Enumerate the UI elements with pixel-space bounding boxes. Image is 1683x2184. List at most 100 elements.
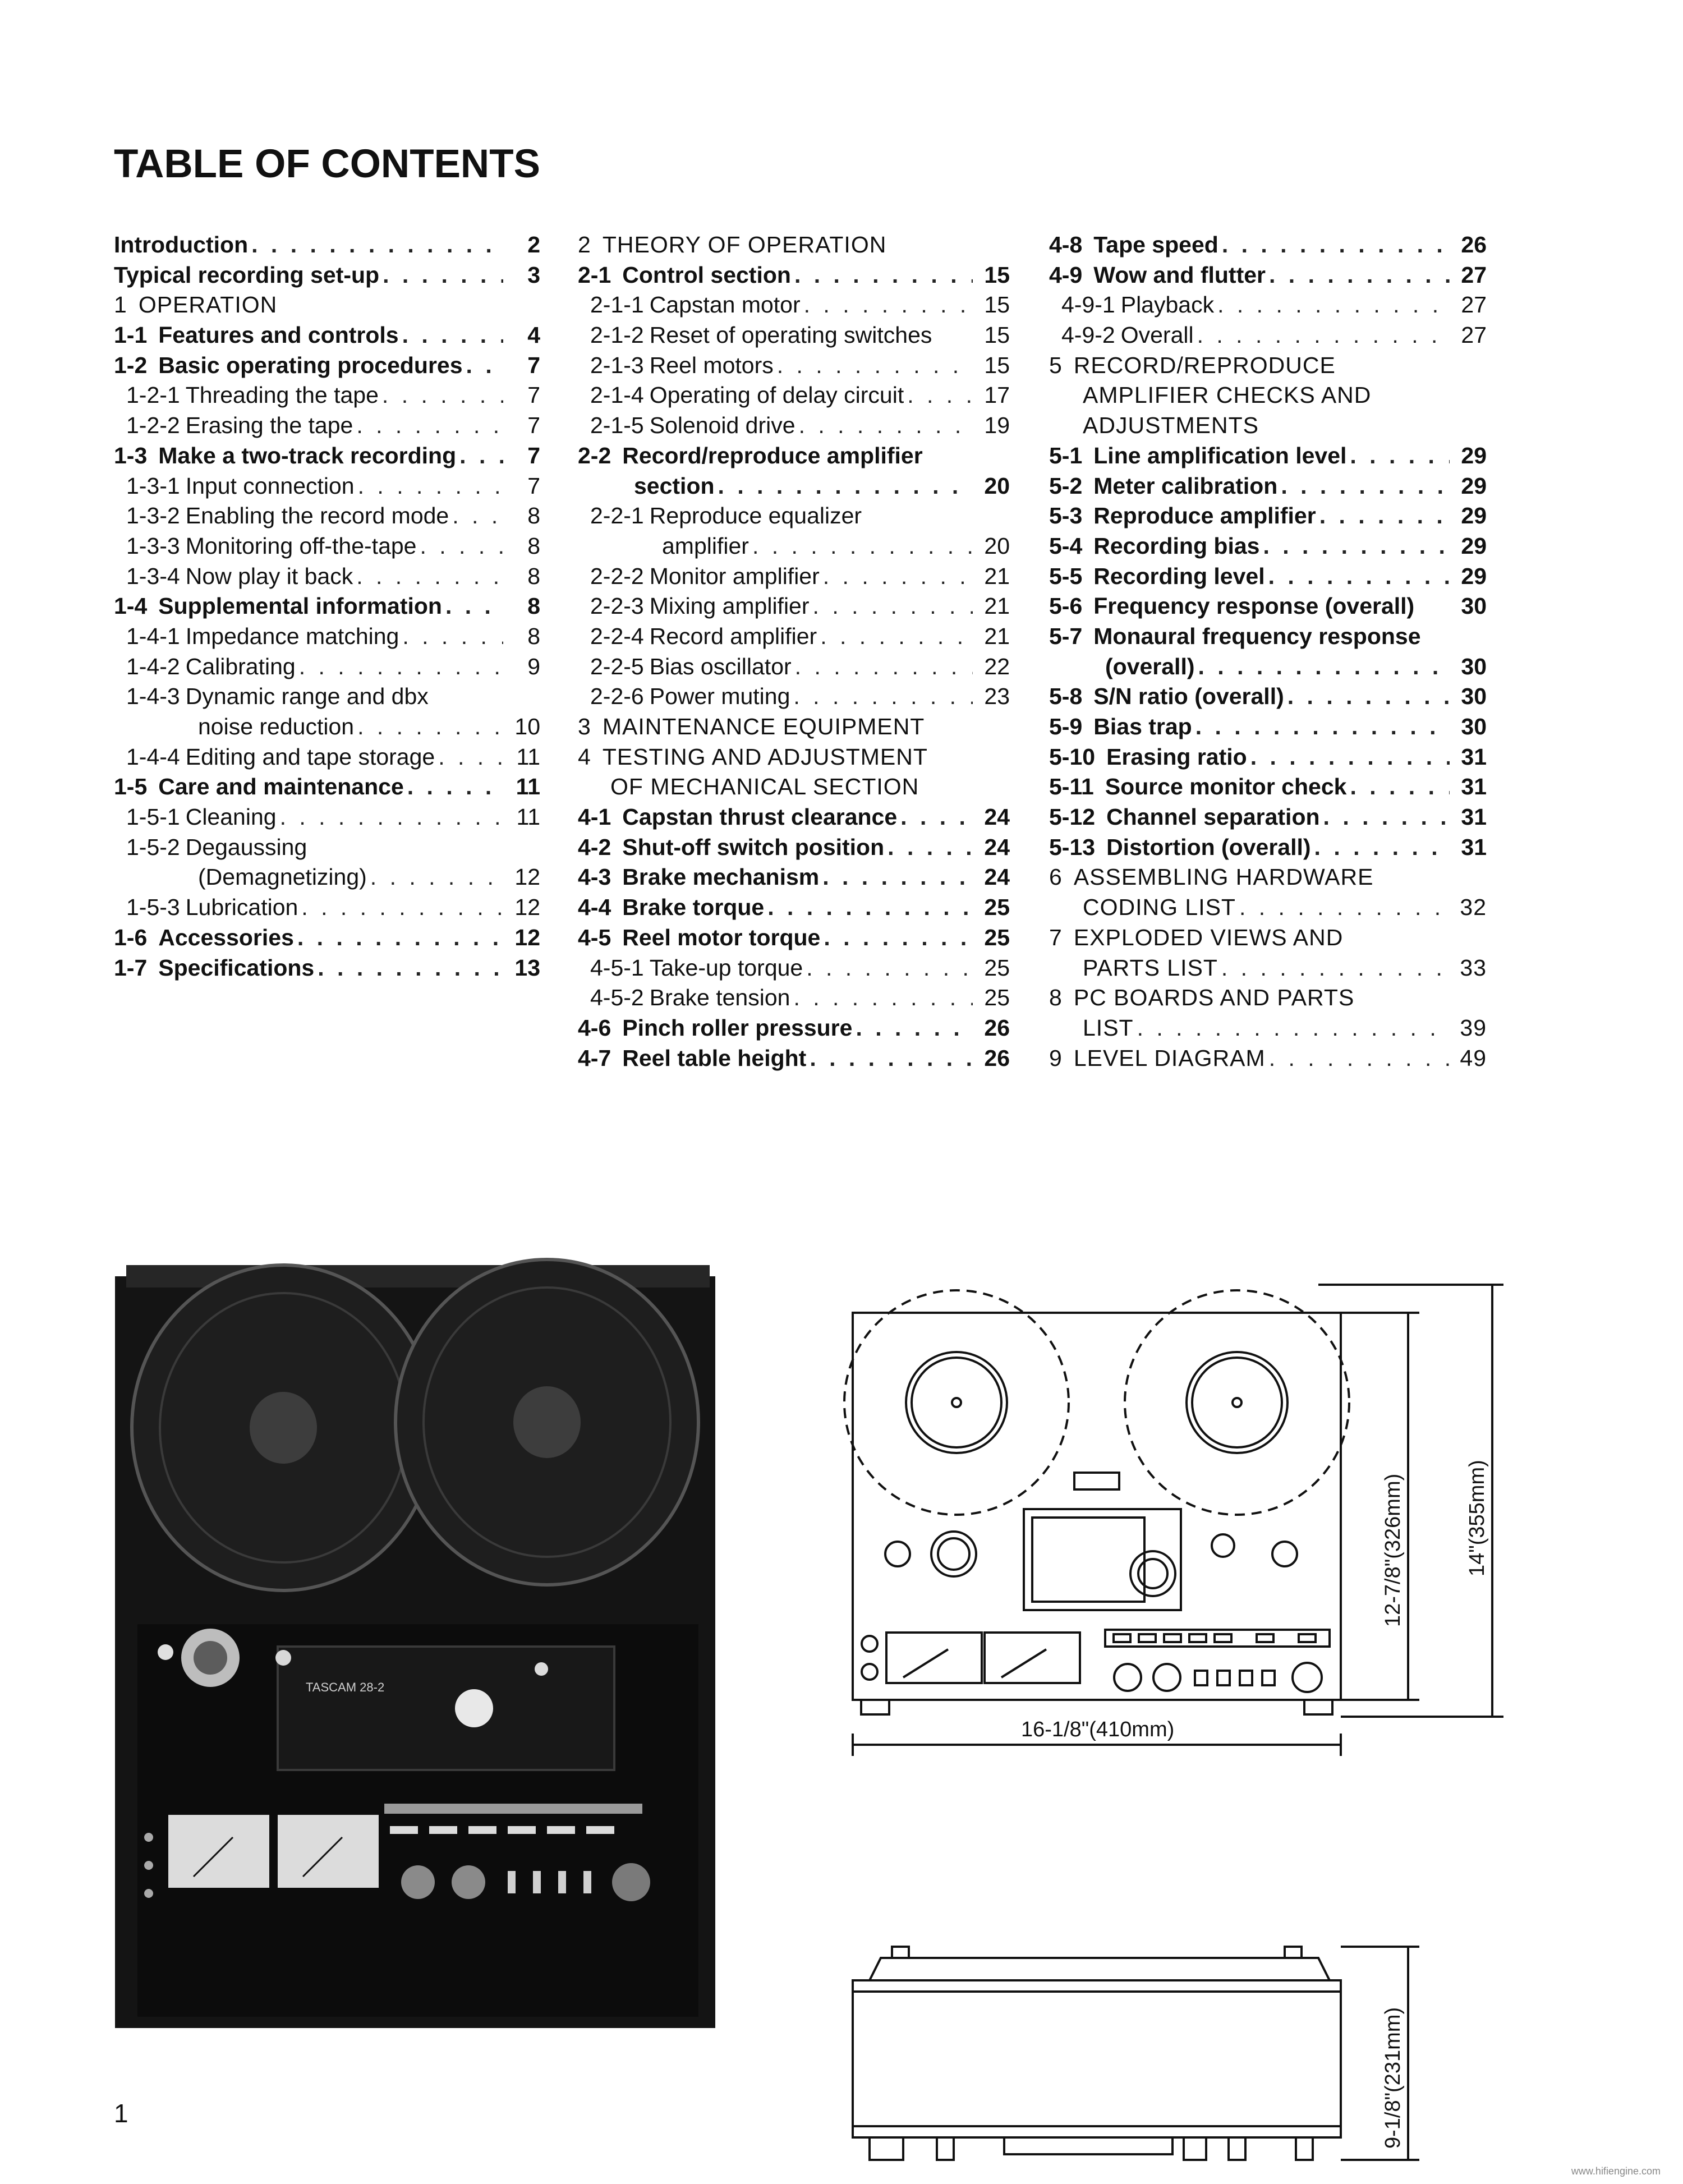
toc-entry-number: 5-7	[1049, 623, 1083, 649]
toc-entry: 1-7Specifications13	[114, 953, 540, 983]
toc-leader-dots	[1198, 652, 1450, 682]
toc-entry-page: 26	[984, 1014, 1010, 1041]
toc-entry-title: Erasing the tape	[185, 412, 353, 439]
toc-entry-number: 4-9-1	[1061, 292, 1115, 318]
toc-entry-number: 1-3-3	[126, 532, 180, 559]
toc-entry-number: 1-5	[114, 774, 148, 800]
toc-entry-title: Erasing ratio	[1106, 743, 1247, 770]
toc-entry-page: 21	[984, 563, 1010, 589]
toc-entry-page: 7	[527, 442, 540, 468]
toc-entry-title: Shut-off switch position	[622, 834, 885, 860]
toc-entry-title: (overall)	[1105, 653, 1195, 679]
toc-leader-dots	[823, 562, 973, 592]
toc-leader-dots	[1197, 320, 1450, 351]
toc-leader-dots	[1269, 1043, 1450, 1074]
watermark: www.hifiengine.com	[1571, 2165, 1661, 2177]
toc-entry-page: 12	[514, 864, 540, 890]
toc-entry-title: PARTS LIST	[1083, 954, 1218, 981]
toc-leader-dots	[820, 622, 973, 652]
toc-entry-page: 12	[514, 894, 540, 921]
toc-entry-title: Record/reproduce amplifier	[622, 442, 923, 468]
toc-entry-page: 25	[984, 894, 1010, 921]
toc-entry-title: Degaussing	[185, 834, 307, 860]
toc-leader-dots	[402, 622, 503, 652]
tape-deck-photo: TASCAM 28-2	[115, 1243, 721, 2028]
toc-entry-page: 8	[527, 563, 540, 589]
toc-entry: section20	[578, 471, 1010, 502]
toc-leader-dots	[466, 351, 503, 381]
toc-entry-title: Reset of operating switches	[649, 322, 932, 348]
toc-entry: 1-5-3Lubrication12	[114, 893, 540, 923]
toc-entry-number: 1-5-2	[126, 834, 180, 860]
toc-entry-title: Distortion (overall)	[1106, 834, 1311, 860]
toc-entry-number: 2-1-3	[590, 352, 644, 378]
toc-leader-dots	[822, 862, 973, 893]
toc-entry-title: Care and maintenance	[158, 774, 404, 800]
toc-entry: AMPLIFIER CHECKS AND	[1049, 380, 1487, 411]
toc-entry-title: Reproduce amplifier	[1093, 503, 1316, 529]
toc-entry-title: Monitor amplifier	[649, 563, 820, 589]
toc-entry-title: Source monitor check	[1105, 774, 1347, 800]
toc-entry-page: 4	[527, 322, 540, 348]
toc-entry-title: Typical recording set-up	[114, 261, 380, 288]
toc-entry-page: 12	[514, 924, 540, 950]
toc-leader-dots	[358, 471, 503, 502]
toc-entry-title: MAINTENANCE EQUIPMENT	[602, 714, 925, 739]
toc-leader-dots	[1287, 682, 1450, 712]
toc-entry-title: Bias trap	[1093, 714, 1192, 739]
toc-entry-title: Wow and flutter	[1093, 261, 1266, 288]
toc-entry-title: THEORY OF OPERATION	[602, 232, 887, 258]
toc-entry-number: 4-7	[578, 1045, 611, 1071]
toc-entry-page: 21	[984, 593, 1010, 619]
toc-entry-number: 5-13	[1049, 834, 1096, 860]
toc-entry-page: 25	[984, 924, 1010, 950]
toc-entry-title: LIST	[1083, 1014, 1134, 1041]
toc-entry-page: 15	[984, 322, 1010, 348]
toc-entry-number: 5-11	[1049, 774, 1094, 800]
toc-entry-page: 27	[1461, 322, 1487, 348]
toc-entry-title: Power muting	[649, 683, 790, 710]
toc-entry-title: ASSEMBLING HARDWARE	[1073, 864, 1374, 890]
toc-entry-title: Capstan thrust clearance	[622, 804, 898, 830]
toc-entry-page: 9	[527, 653, 540, 679]
toc-entry-page: 27	[1461, 261, 1487, 288]
toc-entry-page: 31	[1461, 834, 1487, 860]
toc-entry: 1-5-1Cleaning11	[114, 802, 540, 833]
toc-entry-page: 11	[516, 804, 540, 830]
toc-entry-number: 5-5	[1049, 563, 1083, 589]
toc-entry-title: Specifications	[158, 954, 315, 981]
toc-leader-dots	[1217, 290, 1450, 320]
toc-entry-title: Pinch roller pressure	[622, 1014, 853, 1041]
toc-entry-number: 1-6	[114, 924, 148, 950]
toc-entry-number: 2-1-1	[590, 292, 644, 318]
toc-leader-dots	[370, 862, 503, 893]
toc-entry-title: Channel separation	[1106, 804, 1320, 830]
toc-entry-title: Monitoring off-the-tape	[185, 532, 417, 559]
toc-entry-page: 33	[1460, 954, 1487, 981]
toc-entry-page: 30	[1461, 593, 1487, 619]
toc-entry-title: Meter calibration	[1093, 472, 1278, 499]
toc-leader-dots	[1350, 441, 1450, 471]
toc-entry-number: 6	[1049, 864, 1063, 890]
toc-entry-page: 8	[527, 593, 540, 619]
toc-entry-number: 5	[1049, 352, 1063, 378]
toc-leader-dots	[794, 260, 973, 291]
toc-entry: 1-6Accessories12	[114, 923, 540, 953]
toc-entry-page: 23	[984, 683, 1010, 710]
toc-entry-page: 26	[984, 1045, 1010, 1071]
